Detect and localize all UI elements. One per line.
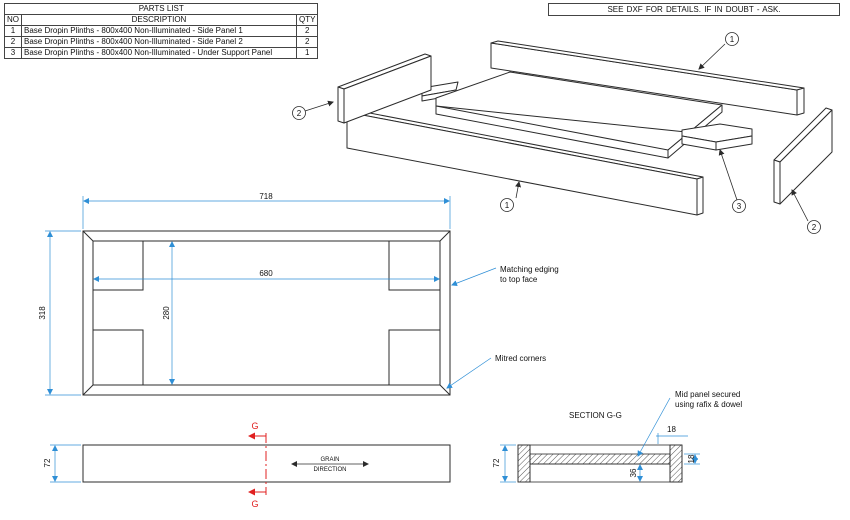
section-note-line2: using rafix & dowel bbox=[675, 400, 742, 409]
grain-label-1: GRAIN bbox=[320, 457, 339, 463]
section-note-line1: Mid panel secured bbox=[675, 390, 740, 399]
under-support-panel bbox=[421, 71, 753, 159]
header-note: SEE DXF FOR DETAILS. IF IN DOUBT - ASK. bbox=[548, 3, 840, 16]
section-mark-bottom: G bbox=[251, 499, 258, 509]
balloon-1-top bbox=[725, 32, 739, 46]
dim-elevation-height: 72 bbox=[43, 458, 52, 467]
row-description: Base Dropin Plinths - 800x400 Non-Illumi… bbox=[21, 47, 297, 59]
balloon-label: 1 bbox=[505, 201, 510, 210]
side-panel-front bbox=[346, 109, 704, 216]
section-title: SECTION G-G bbox=[569, 411, 622, 420]
dim-section-top: 18 bbox=[667, 425, 676, 434]
side-panel-back bbox=[490, 40, 805, 116]
plan-view bbox=[82, 230, 451, 396]
end-panel-left bbox=[337, 53, 432, 124]
section-view bbox=[517, 444, 683, 483]
note-edging-line2: to top face bbox=[500, 275, 538, 284]
dim-section-height: 72 bbox=[492, 458, 501, 467]
plan-dimensions bbox=[45, 196, 497, 396]
balloon-label: 3 bbox=[737, 202, 742, 211]
balloon-label: 2 bbox=[297, 109, 302, 118]
isometric-view bbox=[337, 40, 833, 216]
dim-width-inner: 680 bbox=[259, 269, 273, 278]
balloon-1-front bbox=[500, 198, 514, 212]
row-qty: 1 bbox=[295, 47, 319, 59]
dim-section-mid: 36 bbox=[629, 468, 638, 477]
balloon-label: 2 bbox=[812, 223, 817, 232]
row-qty: 2 bbox=[295, 25, 319, 37]
plan-outer bbox=[82, 230, 451, 396]
balloon-3 bbox=[732, 199, 746, 213]
dim-section-right: 18 bbox=[687, 454, 696, 463]
balloon-leaders bbox=[304, 43, 809, 222]
note-mitred-corners: Mitred corners bbox=[495, 354, 546, 363]
balloon-2-right bbox=[807, 220, 821, 234]
section-mark-top: G bbox=[251, 421, 258, 431]
note-edging-line1: Matching edging bbox=[500, 265, 559, 274]
section-cut-line bbox=[248, 432, 267, 496]
table-row: 3 Base Dropin Plinths - 800x400 Non-Illu… bbox=[4, 47, 319, 59]
balloons bbox=[292, 32, 821, 234]
balloon-2-left bbox=[292, 106, 306, 120]
elevation-dimensions bbox=[50, 444, 81, 483]
balloon-label: 1 bbox=[730, 35, 735, 44]
section-dimensions bbox=[500, 397, 700, 483]
end-panel-right bbox=[773, 107, 833, 205]
grain-label-2: DIRECTION bbox=[314, 467, 347, 473]
dim-width-outer: 718 bbox=[259, 192, 273, 201]
plan-inner bbox=[92, 240, 441, 386]
parts-list-table: PARTS LIST NO DESCRIPTION QTY 1 Base Dro… bbox=[3, 3, 319, 59]
dim-height-outer: 318 bbox=[38, 306, 47, 320]
dim-height-inner: 280 bbox=[162, 306, 171, 320]
